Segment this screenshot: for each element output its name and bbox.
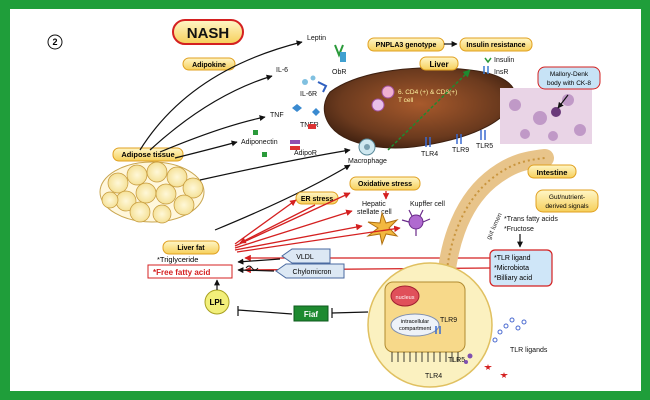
adiponectin-label: Adiponectin: [241, 139, 278, 146]
svg-text:Adipokine: Adipokine: [192, 62, 226, 69]
il6r-label: IL-6R: [300, 91, 317, 98]
nash-title: NASH: [172, 19, 244, 45]
svg-text:LPL: LPL: [209, 298, 224, 307]
adipokine-label: Adipokine: [182, 57, 236, 71]
lpl-node: LPL: [204, 289, 230, 315]
svg-text:TLR ligands: TLR ligands: [510, 347, 548, 354]
gut-signals-label: Gut/nutrient- derived signals: [535, 189, 599, 213]
hepatic-label-2: stellate cell: [357, 209, 392, 216]
macrophage-label: Macrophage: [348, 158, 387, 165]
svg-text:derived signals: derived signals: [545, 203, 589, 210]
il6-label: IL-6: [276, 67, 288, 74]
insulin-resistance-label: Insulin resistance: [459, 37, 533, 52]
svg-text:Liver fat: Liver fat: [177, 245, 205, 252]
svg-text:VLDL: VLDL: [296, 254, 314, 261]
tlr4-liver-label: TLR4: [421, 151, 438, 158]
chylomicron-label: Chylomicron: [275, 263, 345, 279]
svg-text:Mallory-Denk: Mallory-Denk: [550, 71, 589, 78]
insulin-label: Insulin: [494, 57, 514, 64]
svg-text:T cell: T cell: [398, 97, 414, 104]
vldl-arrow: [237, 258, 281, 265]
svg-text:Intestine: Intestine: [537, 168, 568, 177]
insr-label: InsR: [494, 69, 508, 76]
cell-inhibits-fiaf: [331, 308, 369, 318]
svg-text:2: 2: [52, 37, 57, 47]
enterocyte-cell: nucleus intracellular compartment TLR9 T…: [367, 262, 493, 388]
obr-label: ObR: [332, 69, 346, 76]
tlr9-liver-label: TLR9: [452, 147, 469, 154]
tlr-ligand-box: *TLR ligand *Microbiota *Billiary acid: [489, 249, 553, 287]
wavy-connector: [245, 265, 259, 271]
svg-text:Insulin resistance: Insulin resistance: [466, 42, 525, 49]
adipokine-arrows: [139, 40, 351, 231]
liver-fat-box: Liver fat *Triglyceride *Free fatty acid: [147, 240, 233, 279]
svg-text:Oxidative stress: Oxidative stress: [358, 181, 412, 188]
svg-text:Fiaf: Fiaf: [304, 310, 319, 319]
pnpla3-genotype-label: PNPLA3 genotype: [367, 37, 445, 52]
svg-text:Liver: Liver: [429, 60, 448, 69]
svg-text:*Billiary acid: *Billiary acid: [494, 275, 532, 282]
insr-receptor-icon: [483, 66, 489, 74]
kupffer-label: Kupffer cell: [410, 201, 445, 208]
trans-fatty-acids-label: *Trans fatty acids: [504, 216, 558, 223]
svg-text:compartment: compartment: [399, 326, 432, 332]
svg-text:ER stress: ER stress: [301, 196, 333, 203]
adipose-tissue: Adipose tissue: [99, 147, 205, 224]
svg-text:PNPLA3 genotype: PNPLA3 genotype: [376, 42, 437, 49]
kupffer-cell-icon: [401, 209, 431, 236]
svg-text:Adipose tissue: Adipose tissue: [121, 150, 174, 159]
tlr5-liver-label: TLR5: [476, 143, 493, 150]
svg-text:intracellular: intracellular: [401, 319, 429, 325]
svg-text:*Triglyceride: *Triglyceride: [157, 255, 198, 264]
svg-text:NASH: NASH: [187, 25, 230, 42]
insulin-molecule-icon: [484, 57, 492, 64]
fiaf-box: Fiaf: [293, 305, 329, 322]
vldl-label: VLDL: [281, 248, 331, 264]
tlr-ligands-cluster: TLR ligands: [464, 317, 548, 378]
fiaf-inhibits-lpl: [237, 306, 293, 316]
mallory-denk-inset: Mallory-Denk body with CK-8: [500, 66, 601, 144]
svg-text:*Microbiota: *Microbiota: [494, 265, 529, 272]
adipokine-molecules: [253, 44, 346, 157]
svg-text:TLR4: TLR4: [425, 373, 442, 380]
stellate-cell-icon: [366, 211, 399, 246]
chylomicron-arrow: [237, 267, 275, 274]
svg-text:TLR5: TLR5: [448, 357, 465, 364]
svg-text:6. CD4 (+) & CD8(+): 6. CD4 (+) & CD8(+): [398, 89, 457, 96]
oxidative-stress-label: Oxidative stress: [349, 176, 421, 191]
panel-number-badge: 2: [47, 34, 63, 50]
er-stress-label: ER stress: [295, 191, 339, 205]
svg-text:Chylomicron: Chylomicron: [293, 269, 332, 276]
leptin-label: Leptin: [307, 35, 326, 42]
fructose-label: *Fructose: [504, 226, 534, 233]
svg-text:*Free fatty acid: *Free fatty acid: [153, 268, 210, 277]
svg-text:*TLR ligand: *TLR ligand: [494, 255, 531, 262]
hepatic-label-1: Hepatic: [362, 201, 386, 208]
tnf-label: TNF: [270, 112, 284, 119]
svg-text:Gut/nutrient-: Gut/nutrient-: [549, 194, 585, 201]
svg-text:body with CK-8: body with CK-8: [547, 80, 591, 87]
macrophage-icon: [358, 138, 376, 156]
svg-text:TLR9: TLR9: [440, 317, 457, 324]
tlr-receptors-liver: [425, 130, 486, 147]
adipor-label: AdipoR: [294, 150, 317, 157]
green-signal-arrow: [387, 69, 471, 151]
liver: Liver 6. CD4 (+) & CD8(+) T cell: [323, 56, 516, 149]
svg-text:nucleus: nucleus: [396, 295, 415, 301]
